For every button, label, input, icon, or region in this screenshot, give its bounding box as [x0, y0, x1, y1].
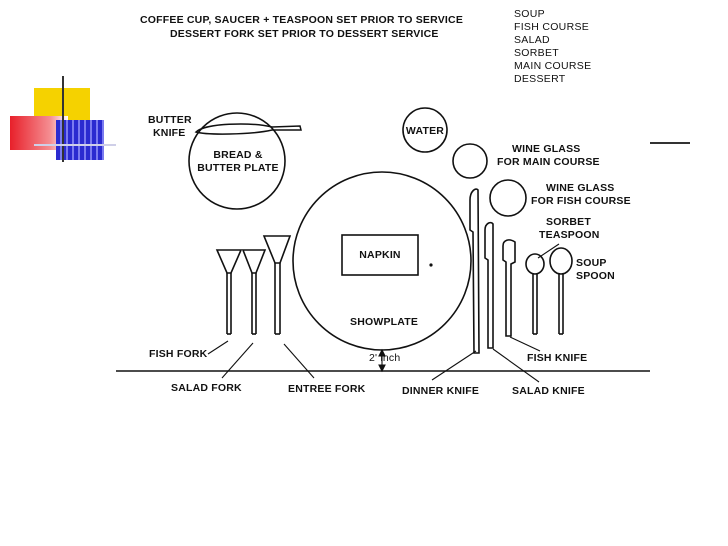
wine-glass-fish [489, 179, 527, 217]
label-salad-knife: SALAD KNIFE [512, 385, 585, 397]
sorbet-teaspoon [525, 253, 545, 335]
course-item: SORBET [514, 47, 559, 59]
label-bread-plate-2: BUTTER PLATE [197, 162, 279, 174]
label-sorbet-2: TEASPOON [539, 229, 600, 241]
fish-knife [502, 239, 516, 337]
decor-horizontal-line [34, 144, 116, 146]
entree-fork [262, 235, 292, 335]
header-line-1: COFFEE CUP, SAUCER + TEASPOON SET PRIOR … [140, 14, 464, 26]
label-wine-main-2: FOR MAIN COURSE [497, 156, 600, 168]
leader-dinner-knife [431, 350, 477, 381]
label-entree-fork: ENTREE FORK [288, 383, 366, 395]
label-gap: 2' inch [369, 352, 401, 364]
label-bread-plate-1: BREAD & [213, 149, 263, 161]
decor-right-dash [650, 142, 690, 144]
label-salad-fork: SALAD FORK [171, 382, 242, 394]
label-soup-1: SOUP [576, 257, 607, 269]
leader-salad-fork [221, 342, 254, 379]
label-fish-fork: FISH FORK [149, 348, 208, 360]
label-showplate: SHOWPLATE [350, 316, 419, 328]
label-napkin: NAPKIN [359, 249, 401, 261]
soup-spoon [549, 247, 573, 335]
wine-glass-main [452, 143, 488, 179]
label-wine-main-1: WINE GLASS [512, 143, 581, 155]
leader-salad-knife [492, 348, 540, 383]
label-fish-knife: FISH KNIFE [527, 352, 588, 364]
water-glass [402, 107, 448, 153]
label-sorbet-1: SORBET [546, 216, 591, 228]
salad-fork [241, 249, 267, 335]
label-butter-knife-1: BUTTER [148, 114, 192, 126]
course-list: SOUP FISH COURSE SALAD SORBET MAIN COURS… [514, 8, 591, 86]
header-line-2: DESSERT FORK SET PRIOR TO DESSERT SERVIC… [170, 28, 439, 40]
gap-arrow [378, 348, 386, 373]
napkin [341, 234, 419, 276]
leader-fish-fork [207, 340, 229, 355]
course-item: SALAD [514, 34, 550, 46]
butter-knife [194, 123, 302, 135]
label-wine-fish-2: FOR FISH COURSE [531, 195, 631, 207]
leader-fish-knife [509, 336, 541, 352]
label-soup-2: SPOON [576, 270, 615, 282]
course-item: MAIN COURSE [514, 60, 592, 72]
label-wine-fish-1: WINE GLASS [546, 182, 615, 194]
course-item: SOUP [514, 8, 545, 20]
fish-fork [215, 249, 243, 335]
plate-dot [429, 263, 433, 267]
salad-knife [484, 221, 494, 349]
label-dinner-knife: DINNER KNIFE [402, 385, 480, 397]
bread-plate [188, 112, 286, 210]
course-item: DESSERT [514, 73, 566, 85]
dinner-knife [469, 188, 480, 354]
leader-entree-fork [283, 343, 315, 379]
label-butter-knife-2: KNIFE [153, 127, 186, 139]
decor-vertical-line [62, 76, 64, 162]
leader-sorbet [537, 243, 560, 259]
decor-blue-block [56, 120, 104, 160]
course-item: FISH COURSE [514, 21, 590, 33]
label-water: WATER [405, 125, 445, 137]
